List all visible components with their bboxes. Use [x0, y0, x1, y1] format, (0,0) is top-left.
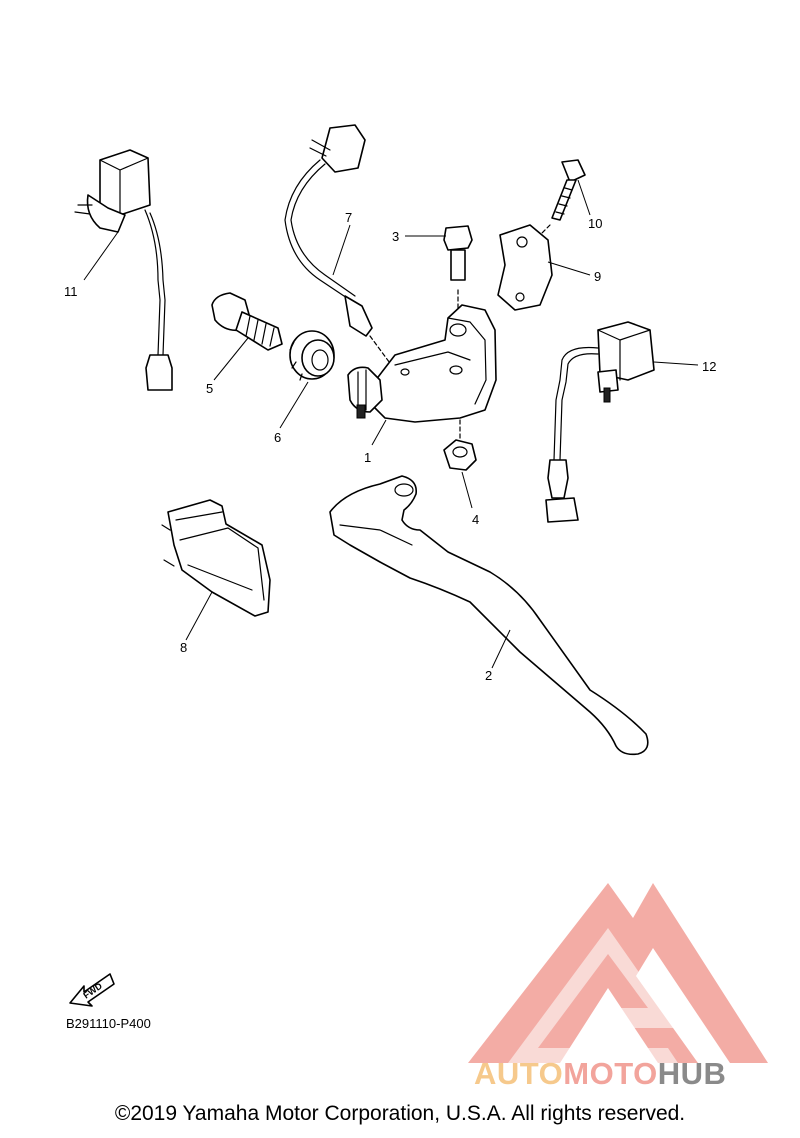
part-3-pivot-bolt: [405, 225, 473, 361]
fwd-arrow-icon: FWD: [69, 973, 115, 1007]
callout-12: 12: [702, 359, 716, 374]
callout-4: 4: [472, 512, 479, 527]
callout-7: 7: [345, 210, 352, 225]
part-11-left-switch: [74, 149, 173, 391]
callout-6: 6: [274, 430, 281, 445]
callout-5: 5: [206, 381, 213, 396]
brand-part-hub: HUB: [657, 1056, 727, 1091]
callout-10: 10: [588, 216, 602, 231]
brand-part-moto: MOTO: [563, 1056, 658, 1091]
brand-part-auto: AUTO: [474, 1056, 564, 1091]
part-6-adjuster-nut: [279, 330, 335, 429]
part-8-lever-guard: [161, 499, 271, 641]
copyright-notice: ©2019 Yamaha Motor Corporation, U.S.A. A…: [114, 1102, 686, 1125]
callout-3: 3: [392, 229, 399, 244]
callout-1: 1: [364, 450, 371, 465]
callout-2: 2: [485, 668, 492, 683]
callout-11: 11: [64, 284, 78, 299]
part-7-clutch-switch: [284, 124, 396, 371]
part-1-lever-holder: [347, 304, 497, 446]
diagram-code: B291110-P400: [66, 1016, 151, 1031]
brand-logo-icon: [468, 883, 768, 1063]
brand-text: AUTOMOTOHUB: [474, 1056, 726, 1092]
part-12-right-switch: [545, 321, 699, 523]
part-9-clamp: [497, 224, 591, 311]
part-5-adjuster-bolt: [211, 292, 283, 381]
callout-9: 9: [594, 269, 601, 284]
part-10-bolt: [534, 159, 591, 241]
part-2-clutch-lever: [329, 475, 649, 756]
part-4-nut: [443, 419, 477, 509]
callout-8: 8: [180, 640, 187, 655]
